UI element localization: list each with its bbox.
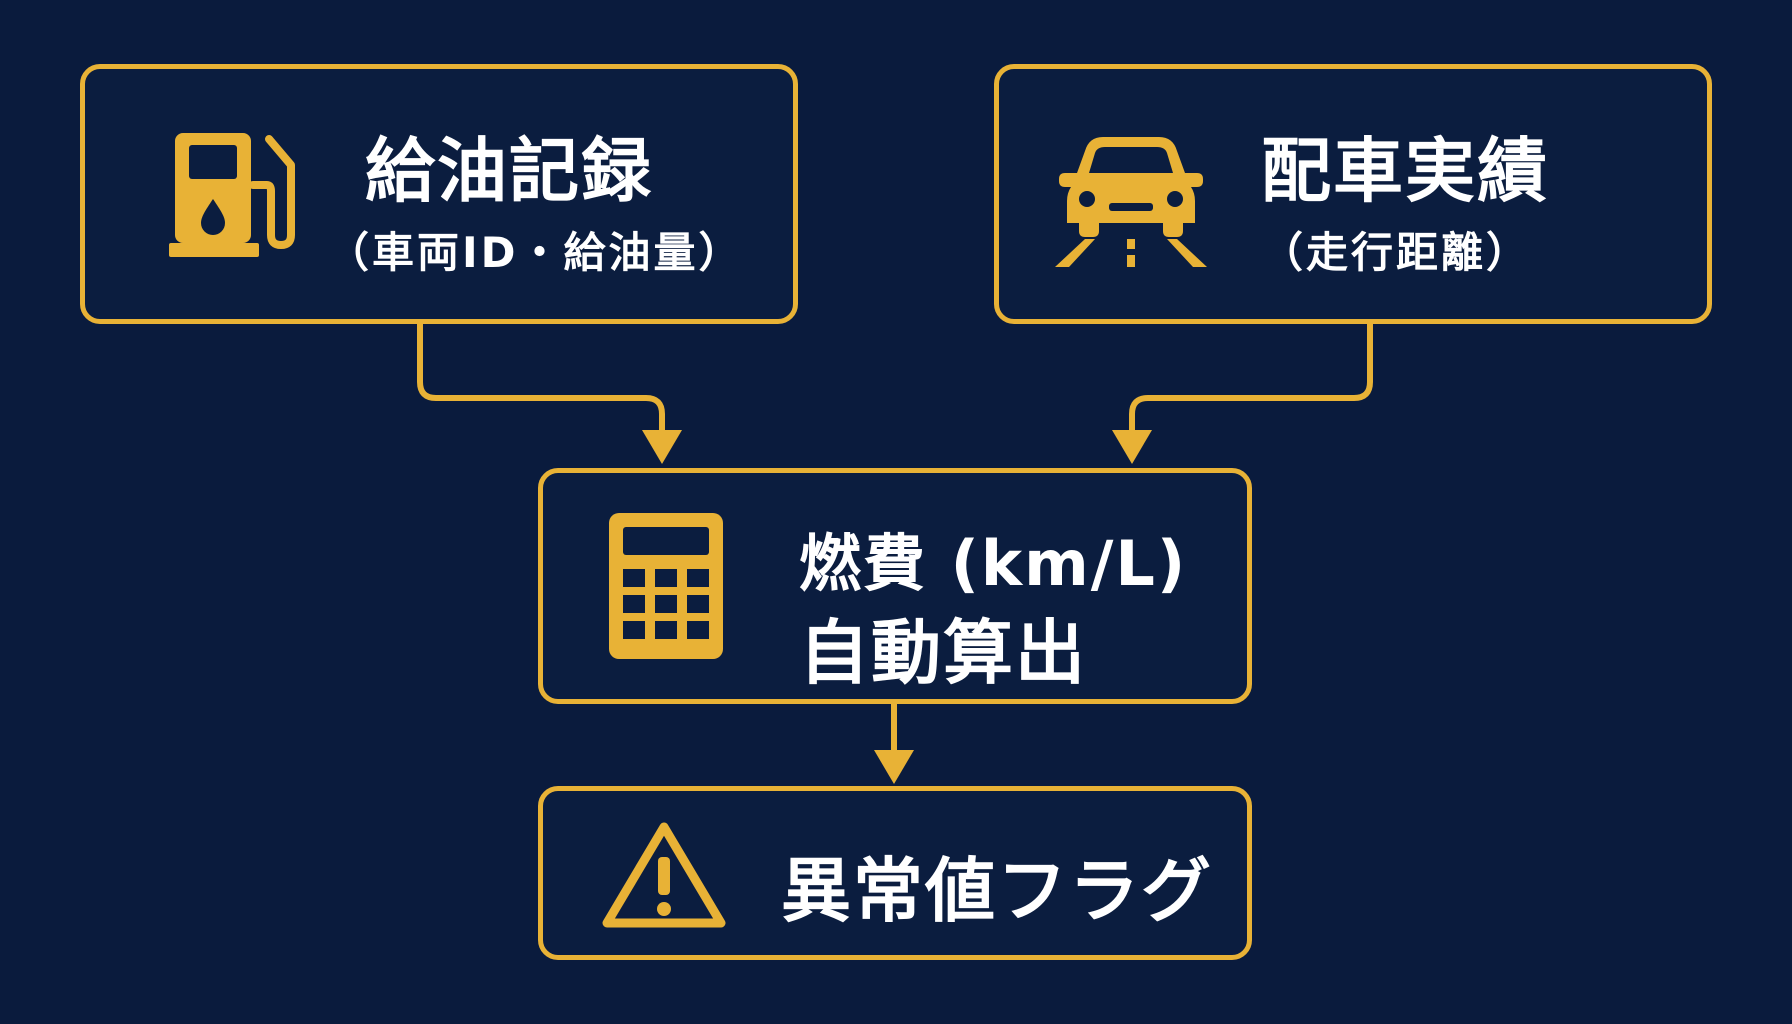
warning-icon: [602, 822, 726, 928]
node-dispatch-record: 配車実績 （走行距離）: [994, 64, 1712, 324]
dispatch-record-title: 配車実績: [1261, 130, 1549, 212]
fuel-efficiency-title-line1: 燃費 (km/L): [799, 527, 1188, 600]
car-road-icon: [1055, 137, 1207, 267]
dispatch-record-subtitle: （走行距離）: [1261, 228, 1532, 277]
fuel-record-subtitle: （車両ID・給油量）: [327, 228, 744, 277]
arrowhead-dispatch: [1112, 430, 1152, 464]
anomaly-flag-title: 異常値フラグ: [781, 850, 1213, 932]
node-anomaly-flag: 異常値フラグ: [538, 786, 1252, 960]
node-fuel-efficiency: 燃費 (km/L) 自動算出: [538, 468, 1252, 704]
edge-fuel-to-efficiency: [417, 324, 665, 432]
calculator-icon: [609, 513, 723, 659]
fuel-record-title: 給油記録: [365, 130, 653, 212]
fuel-pump-icon: [169, 133, 295, 257]
arrowhead-fuel: [642, 430, 682, 464]
arrowhead-efficiency: [874, 750, 914, 784]
fuel-efficiency-title-line2: 自動算出: [799, 612, 1087, 694]
edge-dispatch-to-efficiency: [1129, 324, 1373, 432]
node-fuel-record: 給油記録 （車両ID・給油量）: [80, 64, 798, 324]
